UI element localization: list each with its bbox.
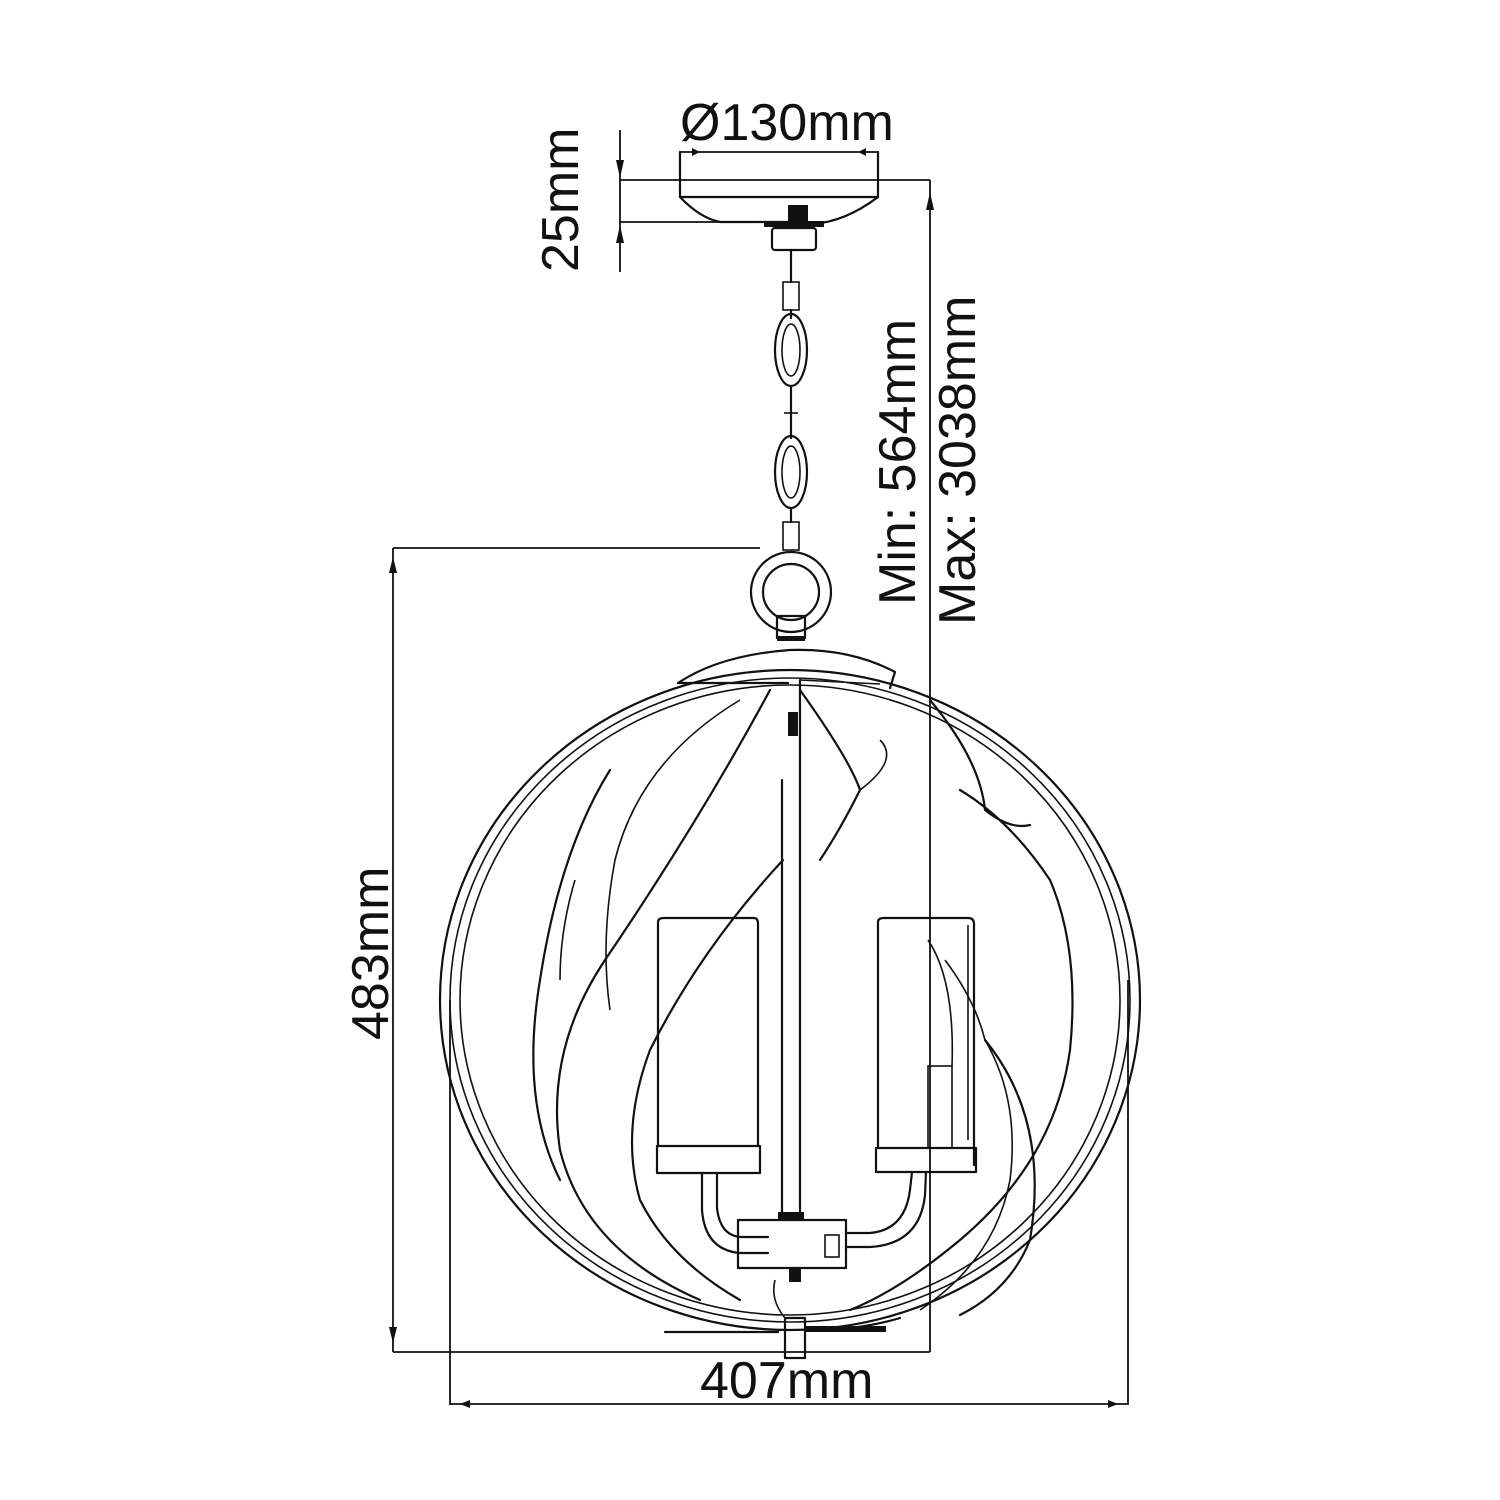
hanging-ring — [749, 550, 833, 641]
dimension-canopy-diameter — [680, 148, 878, 156]
ceiling-canopy — [678, 150, 880, 252]
dimension-canopy-height — [616, 130, 930, 272]
label-body-height: 483mm — [342, 867, 400, 1040]
candle-sleeve-left — [655, 916, 762, 1175]
chain — [773, 248, 809, 551]
arm-cluster — [700, 1170, 928, 1319]
label-max-height: Max: 3038mm — [929, 296, 987, 625]
dimension-body-height — [389, 547, 930, 1353]
dimension-overall-height — [926, 180, 934, 1352]
label-canopy-height: 25mm — [532, 128, 590, 272]
candle-sleeve-right — [874, 916, 978, 1174]
label-body-width: 407mm — [700, 1352, 873, 1410]
label-canopy-diameter: Ø130mm — [680, 94, 894, 152]
center-rod — [778, 678, 804, 1220]
orb-cage — [438, 648, 1142, 1360]
dimension-body-width — [449, 980, 1129, 1408]
label-min-height: Min: 564mm — [869, 319, 927, 605]
